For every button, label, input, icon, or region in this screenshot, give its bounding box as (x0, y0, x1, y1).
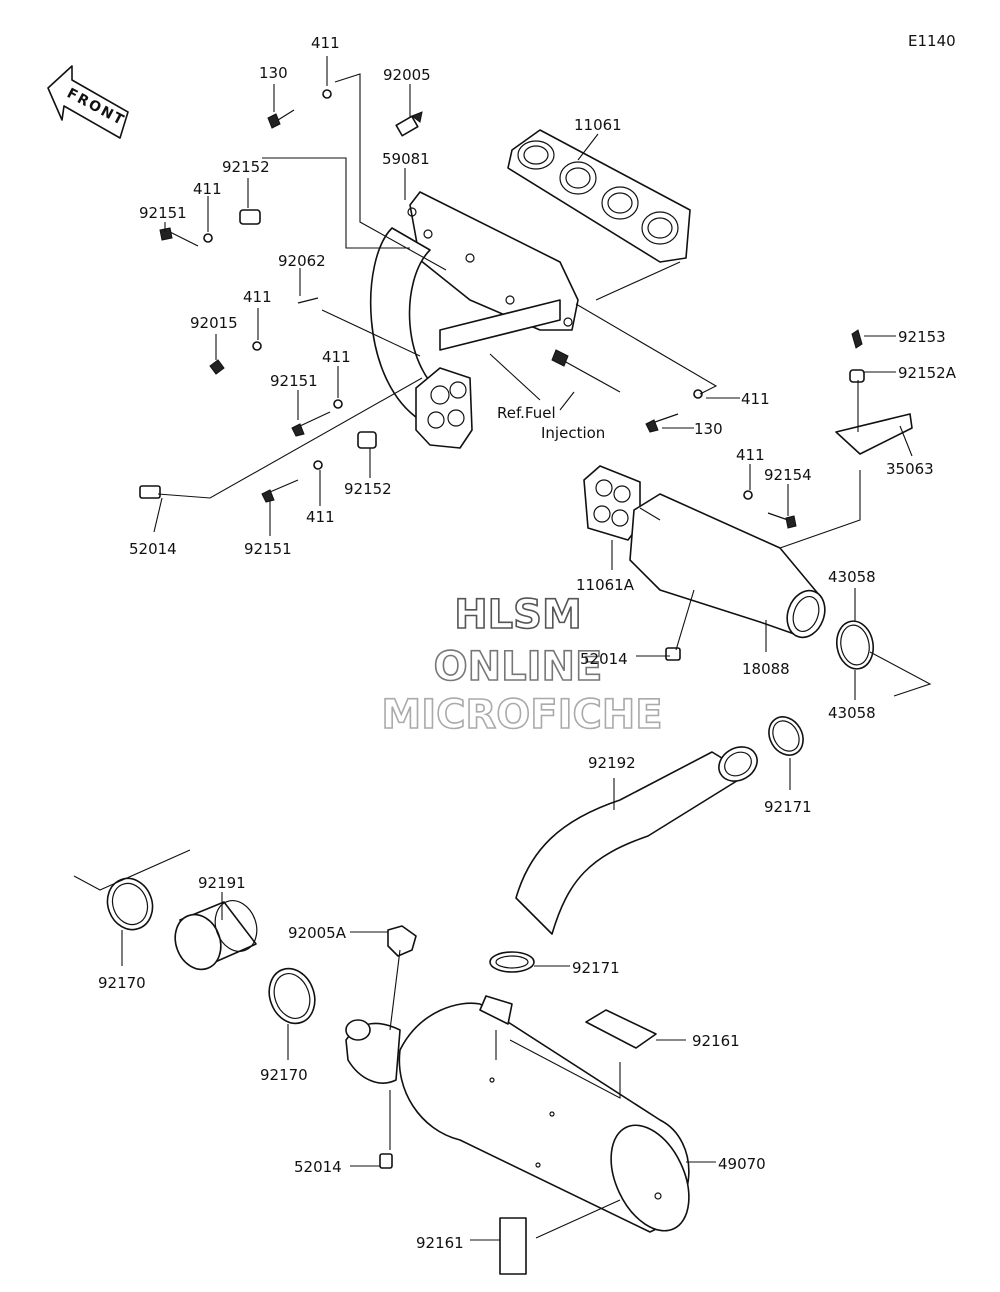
part-label-92151b: 92151 (270, 372, 318, 390)
part-label-92152a: 92152 (222, 158, 270, 176)
part-label-92152A: 92152A (898, 364, 957, 382)
svg-text:MICROFICHE: MICROFICHE (381, 692, 662, 738)
bolt-92151-center (291, 411, 331, 437)
part-label-92161b: 92161 (416, 1234, 464, 1252)
part-label-92153: 92153 (898, 328, 946, 346)
washer-411-right (693, 389, 703, 399)
clamp-92170-left (106, 877, 154, 931)
exhaust-manifold (369, 191, 579, 421)
part-label-11061: 11061 (574, 116, 622, 134)
washer-411-pipe (743, 490, 753, 500)
bolt-92154 (767, 512, 797, 529)
fitting-52014-muffler (379, 1153, 393, 1169)
part-label-52014c: 52014 (294, 1158, 342, 1176)
bolt-130-upper (267, 109, 295, 129)
part-label-92154: 92154 (764, 466, 812, 484)
fitting-92005 (395, 111, 423, 137)
fitting-52014-pipe (665, 647, 681, 661)
collar-92152-lower (357, 431, 377, 449)
part-label-43058a: 43058 (828, 568, 876, 586)
sensor-wire (551, 349, 621, 393)
part-label-11061A: 11061A (576, 576, 635, 594)
bolt-92151-lower (261, 479, 299, 503)
front-arrow-icon: FRONT (47, 65, 129, 139)
bracket-35063 (835, 413, 913, 455)
part-label-411g: 411 (736, 446, 765, 464)
washer-411-lower (313, 460, 323, 470)
label-92161-lower (499, 1217, 527, 1275)
bolt-92153 (851, 329, 863, 349)
stud-92062 (297, 297, 319, 304)
washer-411-center (333, 399, 343, 409)
washer-411-left (203, 233, 213, 243)
part-label-92170a: 92170 (98, 974, 146, 992)
part-label-92192: 92192 (588, 754, 636, 772)
part-label-411e: 411 (741, 390, 770, 408)
washer-411-upper (322, 89, 332, 99)
part-label-92152b: 92152 (344, 480, 392, 498)
exhaust-pipe-18088 (629, 493, 826, 639)
part-label-49070: 49070 (718, 1155, 766, 1173)
bolt-92151-left (159, 227, 199, 247)
part-label-92161a: 92161 (692, 1032, 740, 1050)
bolt-130-lower (645, 413, 679, 433)
part-label-52014a: 52014 (129, 540, 177, 558)
part-label-411f: 411 (306, 508, 335, 526)
washer-411-mid (252, 341, 262, 351)
part-label-130b: 130 (694, 420, 723, 438)
part-label-411c: 411 (243, 288, 272, 306)
part-label-130a: 130 (259, 64, 288, 82)
watermark: HLSM ONLINE MICROFICHE (381, 591, 664, 739)
part-label-92005: 92005 (383, 66, 431, 84)
diagram-code: E1140 (908, 32, 956, 50)
clamp-92170-middle (268, 967, 316, 1025)
hose-92191 (174, 900, 258, 971)
exhaust-manifold-gasket (507, 129, 691, 263)
ref-note-line1: Ref.Fuel (497, 404, 556, 422)
clamp-92171-lower (489, 951, 535, 973)
leader-lines (73, 56, 932, 1241)
exhaust-pipe-gasket-11061A (583, 465, 641, 541)
collar-92152-upper (239, 209, 261, 225)
part-label-92171b: 92171 (572, 959, 620, 977)
nut-92015 (209, 359, 225, 375)
part-label-92170b: 92170 (260, 1066, 308, 1084)
label-92161-upper (585, 1009, 657, 1049)
part-label-92191: 92191 (198, 874, 246, 892)
part-label-92171a: 92171 (764, 798, 812, 816)
exhaust-pipe-92192 (515, 746, 758, 935)
part-label-52014b: 52014 (580, 650, 628, 668)
clamp-92171-upper (768, 716, 804, 756)
ref-note-line2: Injection (541, 424, 605, 442)
part-label-92151c: 92151 (244, 540, 292, 558)
fitting-92005A (387, 925, 417, 957)
muffler-49070 (345, 995, 690, 1233)
fitting-52014-upper (139, 485, 161, 499)
part-label-59081: 59081 (382, 150, 430, 168)
clamp-43058 (835, 620, 875, 670)
exhaust-flange-gasket (415, 367, 473, 449)
part-label-411b: 411 (193, 180, 222, 198)
part-label-411d: 411 (322, 348, 351, 366)
collar-92152A (849, 369, 865, 383)
svg-text:HLSM: HLSM (454, 592, 582, 638)
svg-text:ONLINE: ONLINE (434, 644, 603, 690)
part-label-35063: 35063 (886, 460, 934, 478)
part-label-92005A: 92005A (288, 924, 347, 942)
part-label-18088: 18088 (742, 660, 790, 678)
part-label-92151a: 92151 (139, 204, 187, 222)
part-label-43058b: 43058 (828, 704, 876, 722)
part-label-411a: 411 (311, 34, 340, 52)
part-label-92015: 92015 (190, 314, 238, 332)
part-label-92062: 92062 (278, 252, 326, 270)
